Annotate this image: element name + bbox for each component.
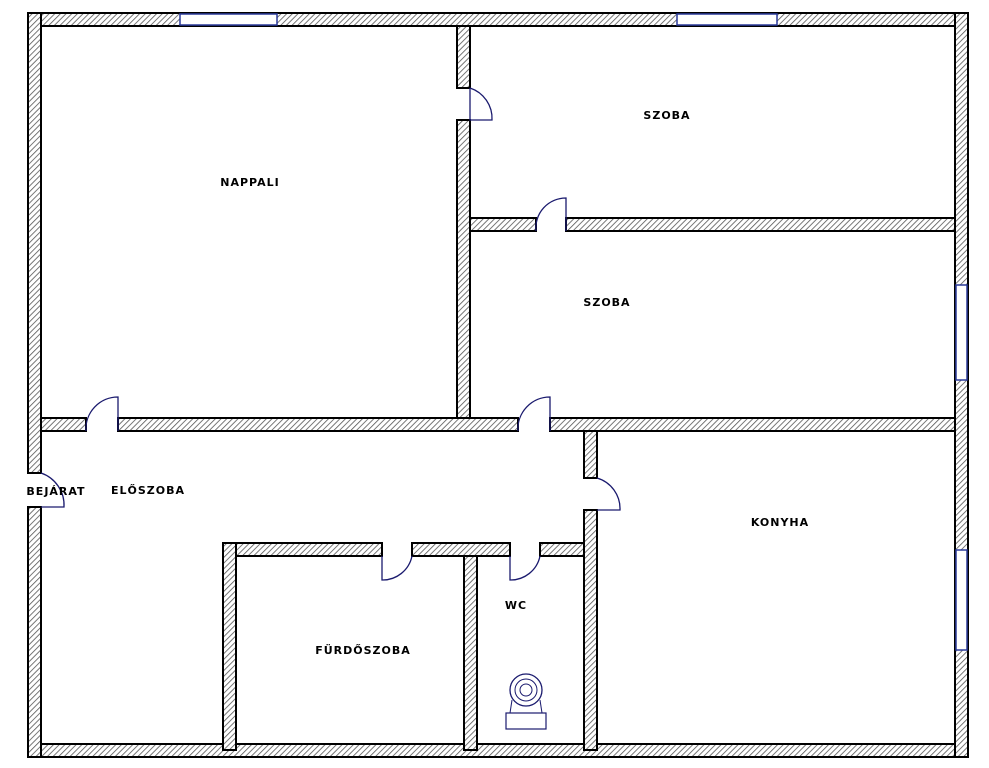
walls: [27, 12, 969, 758]
door-nappali-hall: [85, 396, 119, 432]
wall-hall-north-1: [40, 417, 87, 432]
label-eloszoba: ELŐSZOBA: [111, 483, 185, 497]
outer-wall-left-upper: [27, 12, 42, 474]
toilet-icon: [505, 673, 547, 730]
wall-szoba-divider-left: [469, 217, 537, 232]
room-labels: NAPPALI SZOBA SZOBA BEJÁRAT ELŐSZOBA KON…: [26, 109, 809, 657]
door-entrance: [40, 472, 65, 508]
wall-hall-south-3: [539, 542, 585, 557]
label-szoba-2: SZOBA: [583, 296, 630, 309]
wall-hall-south-1: [222, 542, 383, 557]
window-szoba-2: [955, 284, 968, 381]
wall-furdo-west: [222, 542, 237, 751]
window-nappali: [179, 13, 278, 26]
label-szoba-1: SZOBA: [643, 109, 690, 122]
label-wc: WC: [505, 599, 527, 612]
wall-wc-west: [463, 555, 478, 751]
outer-wall-top: [27, 12, 969, 27]
door-wc: [509, 555, 541, 581]
label-bejarat: BEJÁRAT: [26, 485, 85, 498]
window-konyha: [955, 549, 968, 651]
door-szoba-hall: [517, 396, 551, 432]
wall-konyha-west-lower: [583, 509, 598, 751]
label-nappali: NAPPALI: [220, 176, 279, 189]
door-nappali-szoba: [469, 87, 493, 121]
outer-wall-left-lower: [27, 506, 42, 758]
wall-nappali-east-upper: [456, 25, 471, 89]
door-konyha: [596, 477, 621, 511]
outer-wall-bottom: [27, 743, 969, 758]
door-szoba-szoba: [535, 197, 567, 232]
label-furdoszoba: FÜRDŐSZOBA: [315, 643, 411, 657]
wall-hall-south-2: [411, 542, 511, 557]
windows: [179, 13, 968, 651]
window-szoba-1: [676, 13, 778, 26]
wall-szoba-divider-right: [565, 217, 956, 232]
wall-nappali-east-lower: [456, 119, 471, 421]
wall-konyha-west-upper: [583, 430, 598, 479]
door-furdoszoba: [381, 555, 413, 581]
wall-hall-north-2: [117, 417, 519, 432]
label-konyha: KONYHA: [751, 516, 809, 529]
doors: [40, 87, 621, 581]
wall-hall-north-3: [549, 417, 956, 432]
